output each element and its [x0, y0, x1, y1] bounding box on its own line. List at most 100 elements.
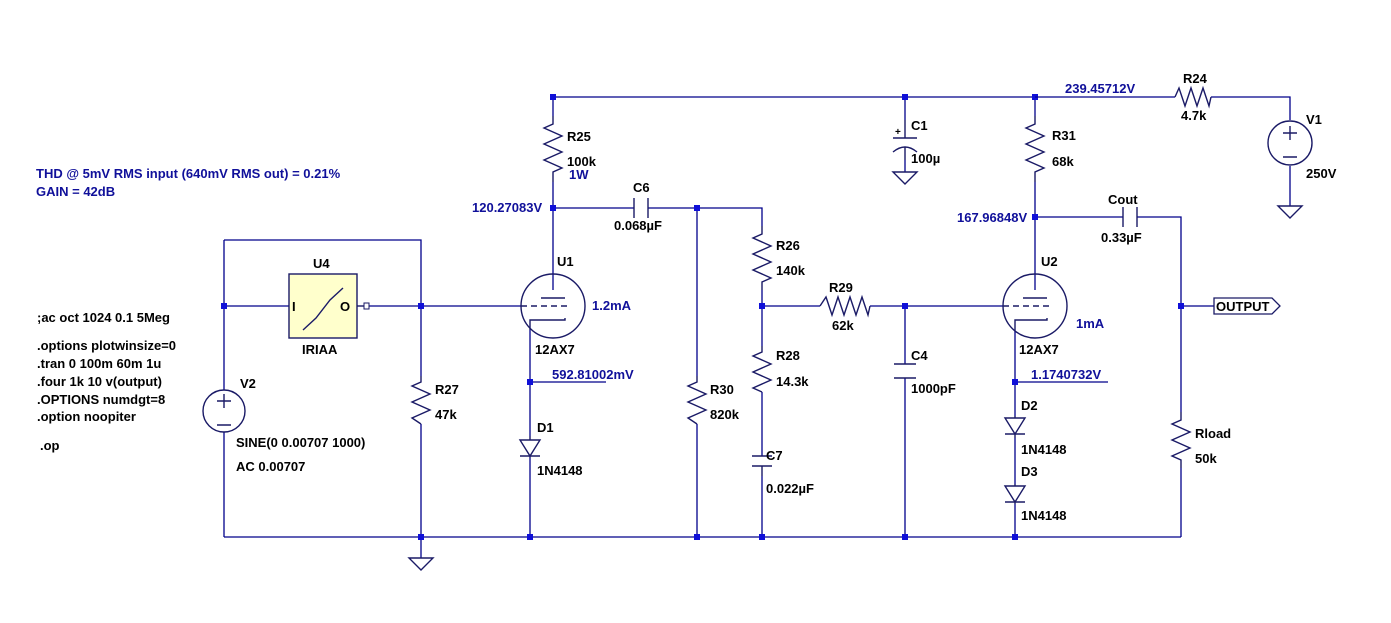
spice-directive[interactable]: .tran 0 100m 60m 1u — [37, 356, 161, 371]
label-r31-value: 68k — [1052, 154, 1074, 169]
label-v1-value: 250V — [1306, 166, 1337, 181]
label-c6-name: C6 — [633, 180, 650, 195]
label-d1-name: D1 — [537, 420, 554, 435]
junction-dot — [1012, 379, 1018, 385]
label-u4-pin-in: I — [292, 299, 296, 314]
node-voltage-u2-plate: 167.96848V — [957, 210, 1027, 225]
spice-directive[interactable]: .op — [40, 438, 60, 453]
diode-d3[interactable] — [1003, 484, 1027, 504]
label-u4-name: U4 — [313, 256, 330, 271]
junction-dot — [221, 303, 227, 309]
label-u4-pin-out: O — [340, 299, 350, 314]
junctions — [221, 94, 1184, 540]
resistor-r24[interactable] — [1174, 85, 1212, 109]
label-v2-source: SINE(0 0.00707 1000) — [236, 435, 365, 450]
label-r24-name: R24 — [1183, 71, 1208, 86]
label-c1-value: 100µ — [911, 151, 940, 166]
label-r31-name: R31 — [1052, 128, 1076, 143]
ground-icon — [891, 171, 919, 185]
label-d3-name: D3 — [1021, 464, 1038, 479]
label-v1-name: V1 — [1306, 112, 1322, 127]
output-port[interactable] — [1213, 297, 1281, 315]
junction-dot — [527, 534, 533, 540]
diode-d2[interactable] — [1003, 416, 1027, 438]
plus-sign: + — [895, 127, 901, 138]
label-r27-name: R27 — [435, 382, 459, 397]
output-port-label: OUTPUT — [1216, 299, 1270, 314]
junction-dot — [418, 534, 424, 540]
diode-d1[interactable] — [518, 436, 542, 458]
label-r27-value: 47k — [435, 407, 457, 422]
voltage-source-v2[interactable] — [202, 389, 246, 433]
label-rload-name: Rload — [1195, 426, 1231, 441]
junction-dot — [1032, 214, 1038, 220]
label-r30-name: R30 — [710, 382, 734, 397]
label-r24-value: 4.7k — [1181, 108, 1207, 123]
resistor-r28[interactable] — [751, 346, 773, 393]
junction-dot — [1178, 303, 1184, 309]
junction-dot — [694, 205, 700, 211]
label-cout-value: 0.33µF — [1101, 230, 1142, 245]
gain-annotation: GAIN = 42dB — [36, 184, 115, 199]
block-u4-iriaa[interactable] — [288, 273, 370, 339]
spice-directive[interactable]: .option noopiter — [37, 409, 136, 424]
wires — [223, 96, 1291, 558]
resistor-r30[interactable] — [686, 376, 708, 425]
label-r25-value: 100k — [567, 154, 597, 169]
resistor-r25[interactable] — [542, 116, 564, 182]
node-voltage-u1-cathode: 592.81002mV — [552, 367, 634, 382]
spice-directive[interactable]: .four 1k 10 v(output) — [37, 374, 162, 389]
capacitor-c6[interactable] — [633, 198, 649, 218]
spice-directive[interactable]: .options plotwinsize=0 — [37, 338, 176, 353]
resistor-r27[interactable] — [410, 376, 432, 425]
label-r28-name: R28 — [776, 348, 800, 363]
label-u4-value: IRIAA — [302, 342, 338, 357]
spice-directive[interactable]: ;ac oct 1024 0.1 5Meg — [37, 310, 170, 325]
label-d2-value: 1N4148 — [1021, 442, 1067, 457]
resistor-r31[interactable] — [1024, 116, 1046, 182]
voltage-source-v1[interactable] — [1267, 120, 1313, 166]
ground-icon — [1276, 205, 1304, 219]
label-c6-value: 0.068µF — [614, 218, 662, 233]
label-d3-value: 1N4148 — [1021, 508, 1067, 523]
label-r28-value: 14.3k — [776, 374, 809, 389]
resistor-r29[interactable] — [819, 294, 871, 318]
label-u1-name: U1 — [557, 254, 574, 269]
capacitor-c4[interactable] — [894, 363, 916, 379]
label-d2-name: D2 — [1021, 398, 1038, 413]
ground-icon — [407, 557, 435, 571]
capacitor-cout[interactable] — [1122, 207, 1138, 227]
label-r25-power: 1W — [569, 167, 589, 182]
label-r25-name: R25 — [567, 129, 591, 144]
junction-dot — [759, 534, 765, 540]
capacitor-c1[interactable]: + — [892, 120, 918, 160]
label-cout-name: Cout — [1108, 192, 1138, 207]
triode-u1[interactable] — [520, 273, 586, 339]
resistor-r26[interactable] — [751, 226, 773, 290]
capacitor-c7[interactable] — [752, 455, 772, 476]
label-r29-value: 62k — [832, 318, 854, 333]
label-u2-value: 12AX7 — [1019, 342, 1059, 357]
label-v2-name: V2 — [240, 376, 256, 391]
node-voltage-supply: 239.45712V — [1065, 81, 1135, 96]
node-voltage-u1-plate: 120.27083V — [472, 200, 542, 215]
spice-directive[interactable]: .OPTIONS numdgt=8 — [37, 392, 165, 407]
label-c1-name: C1 — [911, 118, 928, 133]
junction-dot — [902, 534, 908, 540]
junction-dot — [902, 303, 908, 309]
label-d1-value: 1N4148 — [537, 463, 583, 478]
triode-u2[interactable] — [1002, 273, 1068, 339]
junction-dot — [694, 534, 700, 540]
current-u1: 1.2mA — [592, 298, 632, 313]
junction-dot — [550, 94, 556, 100]
label-v2-ac: AC 0.00707 — [236, 459, 305, 474]
resistor-rload[interactable] — [1170, 412, 1192, 468]
junction-dot — [759, 303, 765, 309]
label-r30-value: 820k — [710, 407, 740, 422]
junction-dot — [418, 303, 424, 309]
thd-annotation: THD @ 5mV RMS input (640mV RMS out) = 0.… — [36, 166, 341, 181]
label-u2-name: U2 — [1041, 254, 1058, 269]
label-r29-name: R29 — [829, 280, 853, 295]
label-r26-value: 140k — [776, 263, 806, 278]
